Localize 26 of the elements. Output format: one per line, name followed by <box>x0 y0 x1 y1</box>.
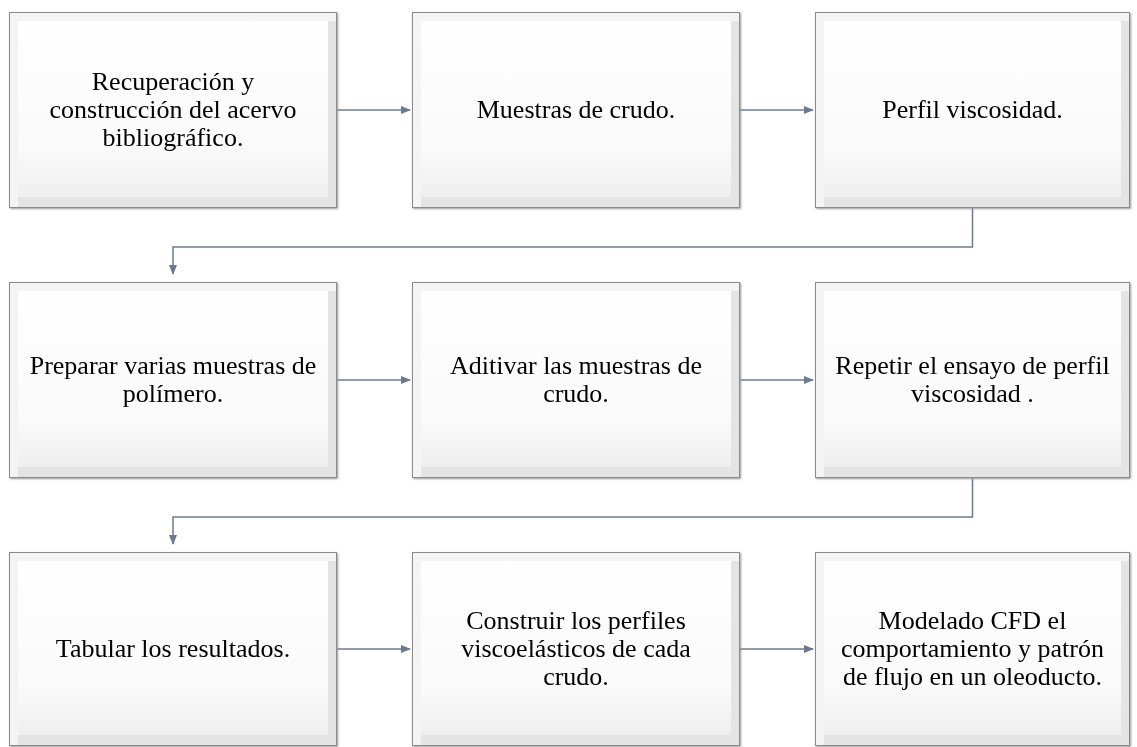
process-box <box>815 282 1130 478</box>
step-text: Aditivar las muestras de crudo. <box>449 351 703 409</box>
process-box <box>412 282 740 478</box>
arrow <box>168 477 974 546</box>
step-text: Muestras de crudo. <box>476 95 676 125</box>
step-text: Preparar varias muestras de polímero. <box>28 351 318 409</box>
arrow <box>739 105 815 115</box>
process-box <box>815 552 1130 746</box>
arrow <box>739 644 815 654</box>
process-box <box>9 552 337 746</box>
process-box <box>412 552 740 746</box>
arrow <box>336 105 412 115</box>
step-text: Perfil viscosidad. <box>882 95 1063 125</box>
process-box <box>9 12 337 208</box>
arrow <box>168 207 974 276</box>
arrow <box>336 375 412 385</box>
step-text: Recuperación y construcción del acervo bibliográfico. <box>48 67 298 153</box>
process-box <box>9 282 337 478</box>
step-text: Repetir el ensayo de perfil viscosidad . <box>834 351 1111 409</box>
arrow <box>336 644 412 654</box>
step-text: Tabular los resultados. <box>55 634 291 664</box>
process-box <box>815 12 1130 208</box>
step-text: Modelado CFD el comportamiento y patrón de flujo en un oleoducto. <box>840 606 1105 692</box>
process-box <box>412 12 740 208</box>
step-text: Construir los perfiles viscoelásticos de cada crudo. <box>460 606 692 692</box>
arrow <box>739 375 815 385</box>
